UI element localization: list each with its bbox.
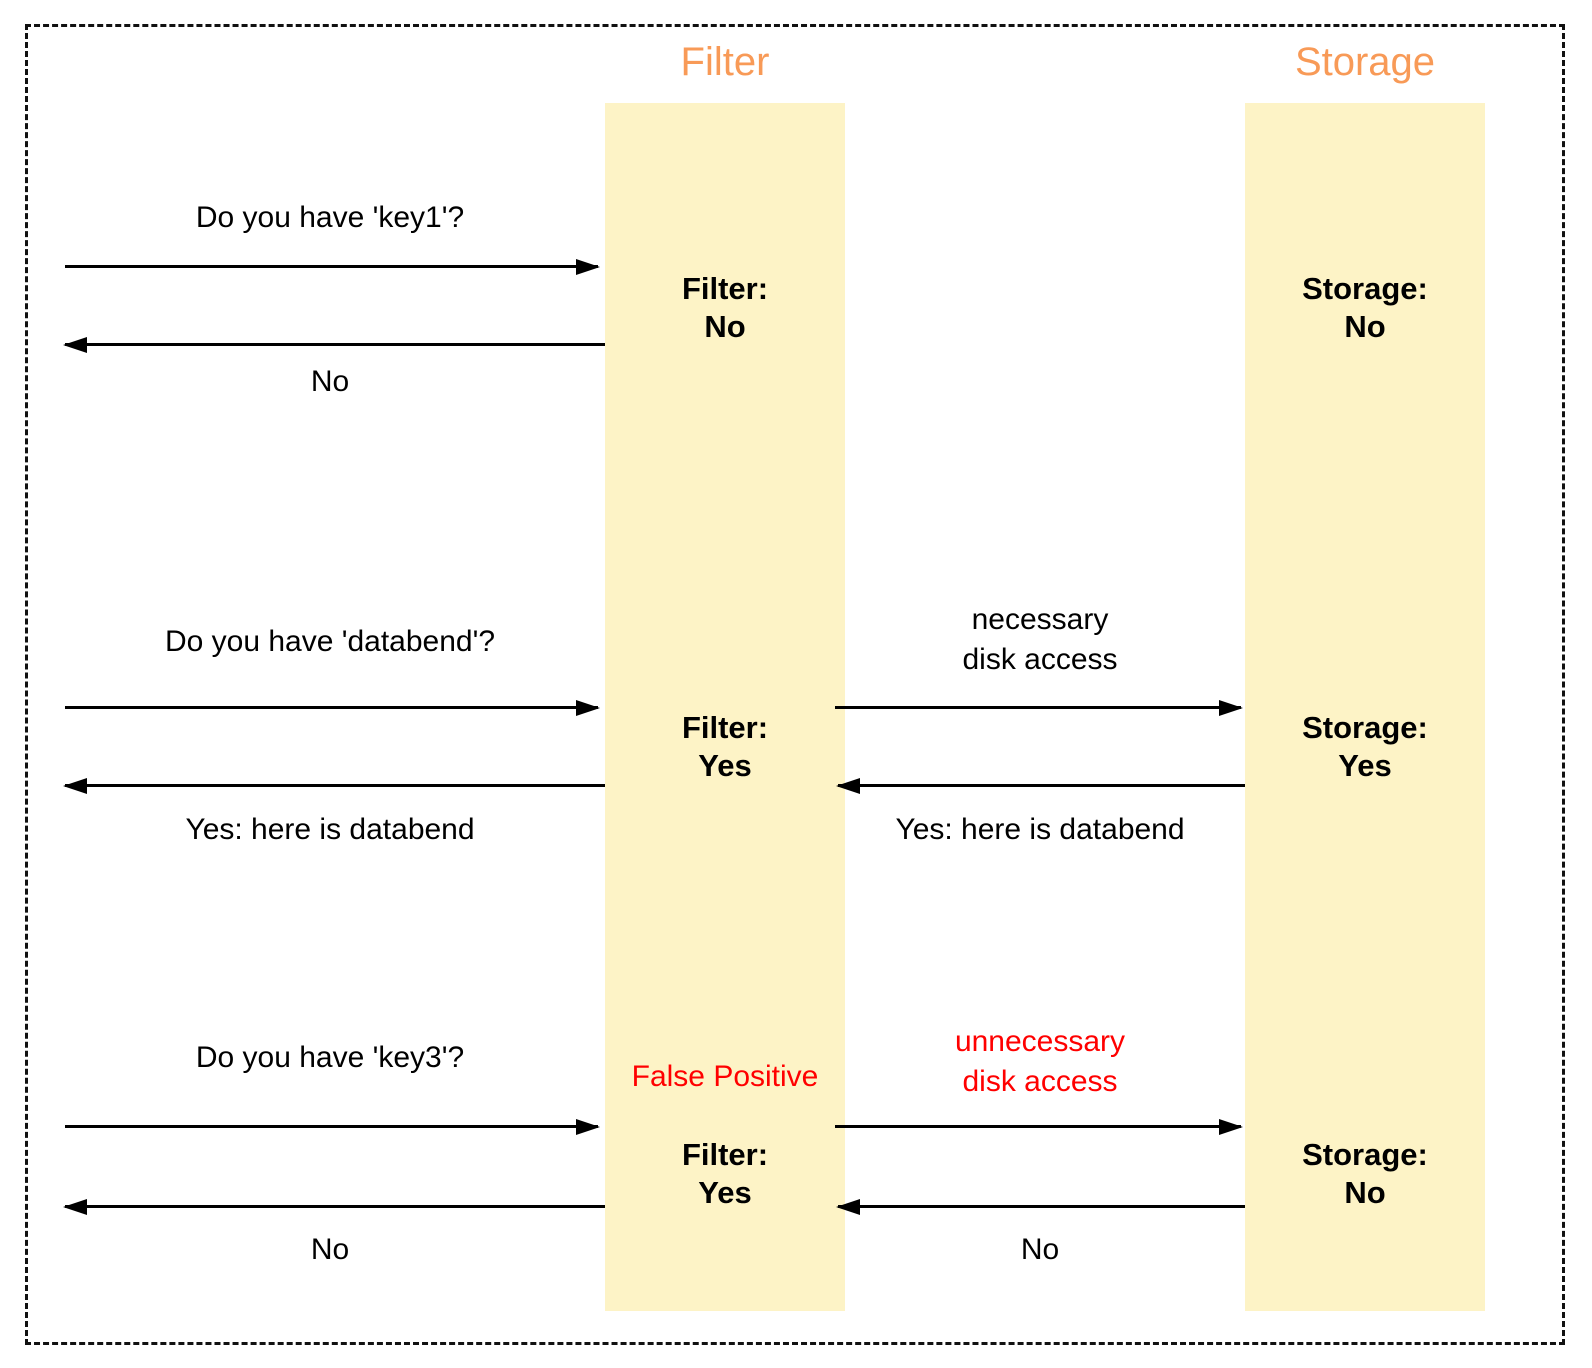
- storage-state-key3-value: No: [1344, 1175, 1386, 1210]
- dashed-border-frame: [25, 24, 1565, 1345]
- disk-access-label-key3: unnecessary disk access: [845, 1022, 1235, 1102]
- storage-state-key1: Storage: No: [1245, 270, 1485, 346]
- filter-state-key1-value: No: [704, 309, 746, 344]
- filter-state-key1: Filter: No: [605, 270, 845, 346]
- storage-state-databend-value: Yes: [1338, 748, 1392, 783]
- storage-state-key1-label: Storage:: [1302, 271, 1428, 306]
- disk-response-label-databend: Yes: here is databend: [895, 813, 1185, 846]
- filter-state-databend-value: Yes: [698, 748, 752, 783]
- arrow-key3-disk-response: [838, 1205, 1245, 1208]
- false-positive-annotation: False Positive: [631, 1060, 819, 1093]
- filter-lane-title: Filter: [680, 40, 770, 84]
- request-label-key3: Do you have 'key3'?: [195, 1041, 465, 1074]
- request-label-key1: Do you have 'key1'?: [195, 201, 465, 234]
- filter-state-key1-label: Filter:: [681, 271, 769, 306]
- arrow-databend-disk-request: [835, 706, 1241, 709]
- disk-access-label-databend-line1: necessary: [971, 603, 1109, 636]
- disk-access-label-key3-line1: unnecessary: [954, 1025, 1126, 1058]
- storage-state-databend: Storage: Yes: [1245, 709, 1485, 785]
- arrow-databend-request: [65, 706, 598, 709]
- filter-state-databend: Filter: Yes: [605, 709, 845, 785]
- response-label-key3: No: [310, 1233, 350, 1266]
- arrow-key3-response: [65, 1205, 605, 1208]
- arrow-key3-disk-request: [835, 1125, 1241, 1128]
- response-label-databend: Yes: here is databend: [185, 813, 475, 846]
- request-label-databend: Do you have 'databend'?: [164, 625, 496, 658]
- disk-access-label-databend-line2: disk access: [962, 643, 1118, 676]
- disk-access-label-key3-line2: disk access: [962, 1065, 1118, 1098]
- arrow-databend-disk-response: [838, 784, 1245, 787]
- storage-state-key1-value: No: [1344, 309, 1386, 344]
- filter-state-key3-label: Filter:: [681, 1137, 769, 1172]
- filter-state-databend-label: Filter:: [681, 710, 769, 745]
- storage-state-databend-label: Storage:: [1302, 710, 1428, 745]
- arrow-key1-response: [65, 343, 605, 346]
- storage-lifeline: [1245, 103, 1485, 1311]
- disk-access-label-databend: necessary disk access: [845, 600, 1235, 680]
- arrow-key1-request: [65, 265, 598, 268]
- storage-state-key3-label: Storage:: [1302, 1137, 1428, 1172]
- filter-lifeline: [605, 103, 845, 1311]
- storage-lane-title: Storage: [1294, 40, 1436, 84]
- arrow-databend-response: [65, 784, 605, 787]
- disk-response-label-key3: No: [1020, 1233, 1060, 1266]
- arrow-key3-request: [65, 1125, 598, 1128]
- storage-state-key3: Storage: No: [1245, 1136, 1485, 1212]
- filter-state-key3-value: Yes: [698, 1175, 752, 1210]
- filter-state-key3: Filter: Yes: [605, 1136, 845, 1212]
- response-label-key1: No: [310, 365, 350, 398]
